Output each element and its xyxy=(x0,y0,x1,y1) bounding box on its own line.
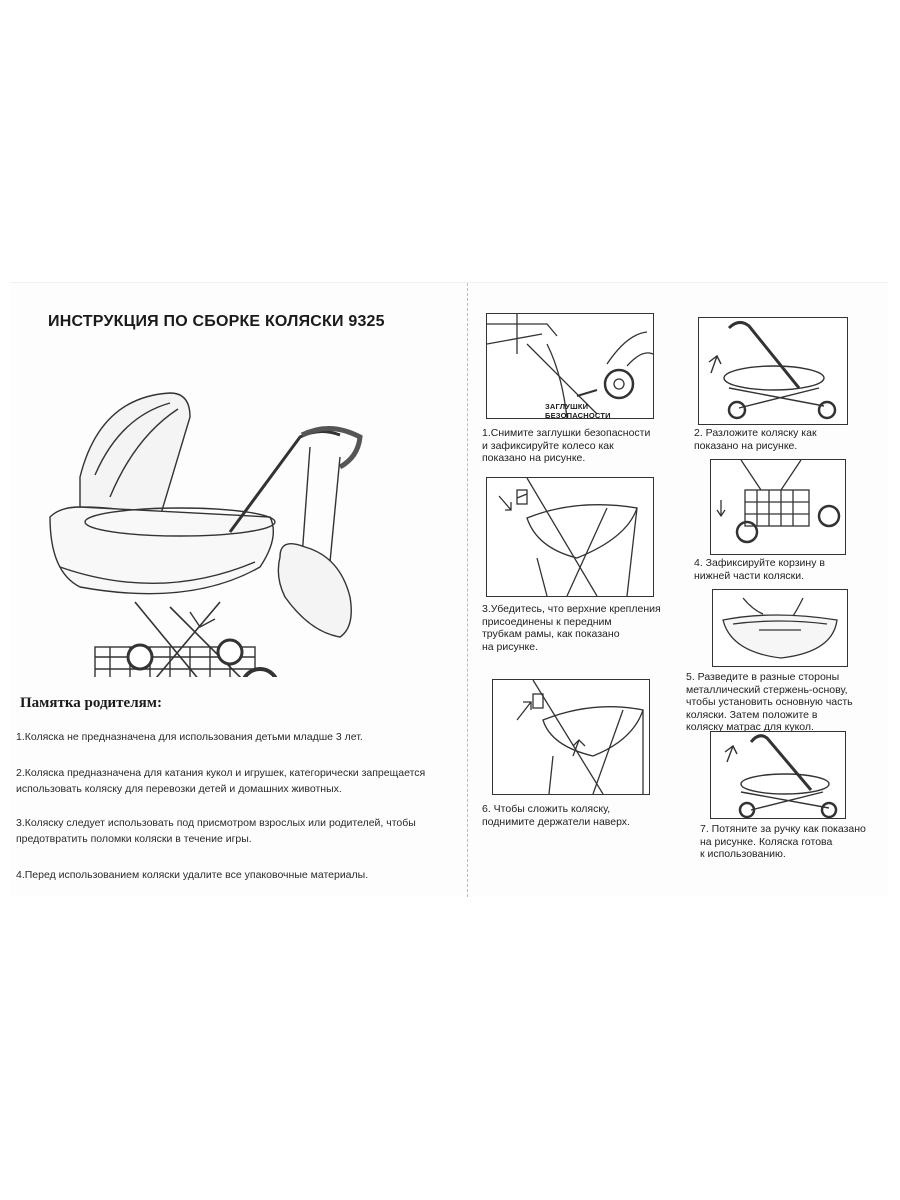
step-3-text: 3.Убедитесь, что верхние крепления присо… xyxy=(482,603,661,653)
step-1-text: 1.Снимите заглушки безопасности и зафикс… xyxy=(482,427,651,464)
step-7-illustration xyxy=(710,731,846,819)
step-5-illustration xyxy=(712,589,848,667)
stroller-illustration xyxy=(49,392,363,677)
step-3-illustration xyxy=(486,477,654,597)
step-6-text: 6. Чтобы сложить коляску, поднимите держ… xyxy=(482,803,630,828)
page-title: ИНСТРУКЦИЯ ПО СБОРКЕ КОЛЯСКИ 9325 xyxy=(48,313,385,330)
step-1-illustration: ЗАГЛУШКИ БЕЗОПАСНОСТИ xyxy=(486,313,654,420)
memo-item-2: 2.Коляска предназначена для катания куко… xyxy=(16,767,426,795)
step-6-illustration xyxy=(492,679,650,795)
step-4-text: 4. Зафиксируйте корзину в нижней части к… xyxy=(694,557,825,582)
step-2-text: 2. Разложите коляску как показано на рис… xyxy=(694,427,817,452)
memo-item-3: 3.Коляску следует использовать под присм… xyxy=(16,817,416,845)
memo-item-1: 1.Коляска не предназначена для использов… xyxy=(16,731,363,743)
step-2-illustration xyxy=(698,317,848,425)
safety-caps-caption: ЗАГЛУШКИ БЕЗОПАСНОСТИ xyxy=(545,402,611,420)
memo-heading: Памятка родителям: xyxy=(20,695,162,711)
step-7-text: 7. Потяните за ручку как показано на рис… xyxy=(700,823,866,860)
fold-line xyxy=(467,283,468,897)
instruction-sheet: ИНСТРУКЦИЯ ПО СБОРКЕ КОЛЯСКИ 9325 xyxy=(10,282,888,897)
memo-item-4: 4.Перед использованием коляски удалите в… xyxy=(16,869,369,881)
step-4-illustration xyxy=(710,459,846,555)
step-5-text: 5. Разведите в разные стороны металличес… xyxy=(686,671,853,733)
